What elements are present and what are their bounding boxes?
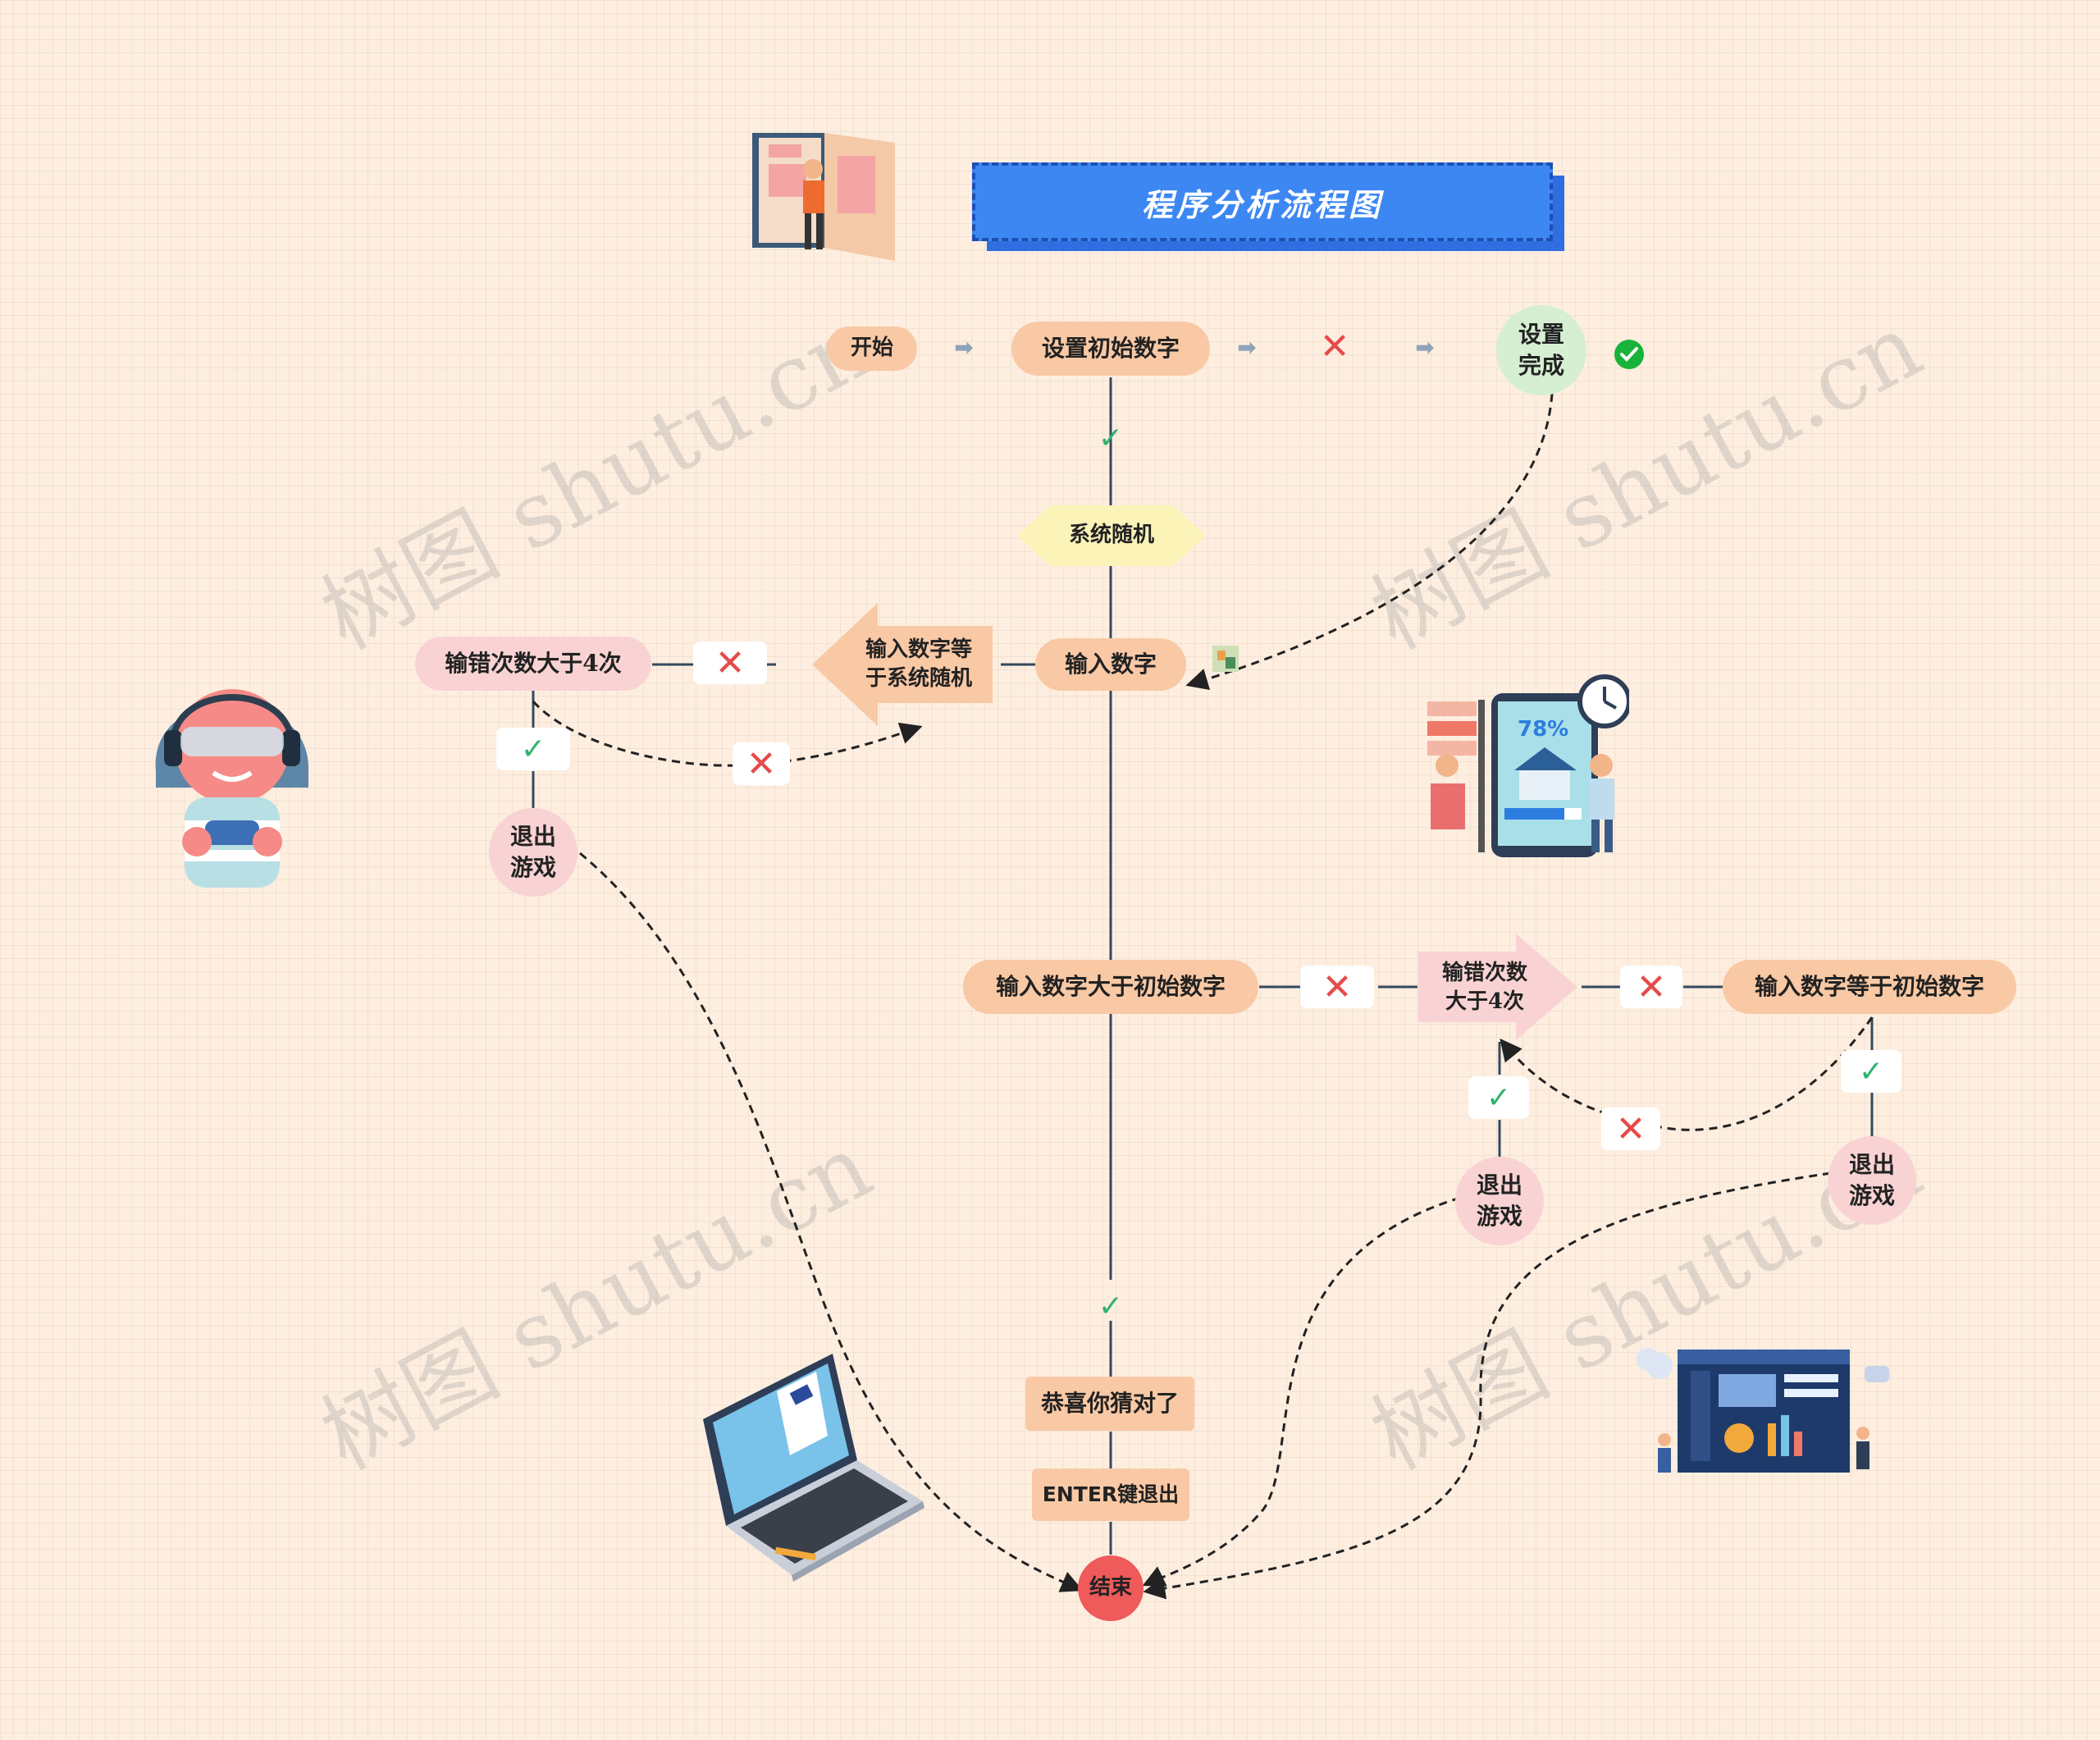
node-input-eq-sys-line2: 于系统随机 (865, 666, 972, 691)
cross-badge: ✕ (693, 642, 767, 684)
node-set-done-line1: 设置 (1518, 321, 1564, 349)
node-wrong-gt4-right: 输错次数 大于4次 (1419, 952, 1550, 1024)
arrow-icon: ➡ (1237, 334, 1257, 362)
node-enter-exit: ENTER键退出 (1032, 1468, 1189, 1521)
node-set-init: 设置初始数字 (1011, 322, 1210, 376)
mobile-progress-illustration: 78% (1427, 674, 1629, 857)
cross-icon: ✕ (1615, 1107, 1646, 1150)
title-banner: 程序分析流程图 (972, 162, 1553, 241)
node-input-eq-sys: 输入数字等 于系统随机 (837, 628, 1001, 701)
node-exit-left: 退出 游戏 (489, 808, 578, 897)
node-input-eq-sys-arrow (812, 603, 993, 726)
node-exit-mid: 退出 游戏 (1455, 1157, 1544, 1245)
node-wrong-gt4-left: 输错次数大于4次 (415, 637, 651, 691)
node-wrong-gt4-right-line1: 输错次数 (1441, 960, 1527, 985)
check-badge: ✓ (496, 728, 570, 770)
dashed-exit-left-to-end (579, 852, 1084, 1592)
check-icon: ✓ (1098, 421, 1124, 455)
cross-badge: ✕ (1620, 966, 1682, 1008)
node-exit-right-line1: 退出 (1848, 1151, 1895, 1179)
node-exit-left-line2: 游戏 (509, 854, 556, 881)
cross-icon: ✕ (1319, 326, 1350, 368)
progress-bar-fill (1504, 808, 1564, 820)
node-exit-right-line2: 游戏 (1848, 1182, 1895, 1209)
check-icon: ✓ (1098, 1289, 1124, 1323)
check-badge: ✓ (1468, 1076, 1529, 1119)
node-exit-left-line1: 退出 (509, 823, 556, 851)
node-input-num: 输入数字 (1035, 638, 1186, 691)
node-exit-mid-line2: 游戏 (1476, 1203, 1522, 1230)
node-sys-random: 系统随机 (1068, 523, 1154, 548)
arrow-icon: ➡ (954, 334, 974, 362)
node-input-gt-init: 输入数字大于初始数字 (963, 960, 1258, 1014)
page-title: 程序分析流程图 (1141, 185, 1383, 223)
cross-badge: ✕ (1300, 966, 1374, 1008)
node-sys-random-shape (1017, 505, 1206, 566)
cross-icon: ✕ (1322, 966, 1353, 1008)
laptop-illustration (703, 1354, 924, 1582)
node-input-eq-init: 输入数字等于初始数字 (1723, 960, 2016, 1014)
node-set-done-line2: 完成 (1518, 352, 1564, 379)
dashed-exit-mid-to-end (1142, 1196, 1461, 1587)
node-end: 结束 (1078, 1555, 1144, 1621)
check-icon: ✓ (1486, 1080, 1512, 1115)
arrow-icon: ➡ (1415, 334, 1435, 362)
dashed-retry-right (1500, 1016, 1874, 1131)
cross-icon: ✕ (714, 642, 746, 684)
cross-icon: ✕ (746, 742, 777, 785)
check-badge: ✓ (1841, 1050, 1901, 1093)
cross-badge: ✕ (733, 742, 790, 785)
dashed-setdone-to-input (1185, 393, 1554, 691)
node-input-eq-sys-line1: 输入数字等 (865, 637, 972, 662)
node-exit-mid-line1: 退出 (1476, 1171, 1522, 1199)
check-circle-icon (1614, 340, 1644, 369)
node-exit-right: 退出 游戏 (1828, 1136, 1916, 1225)
gamer-girl-illustration (155, 689, 309, 888)
node-start: 开始 (827, 327, 917, 371)
node-congrats: 恭喜你猜对了 (1025, 1377, 1194, 1431)
node-set-done: 设置 完成 (1496, 305, 1586, 395)
dashed-exit-right-to-end (1143, 1171, 1832, 1600)
cross-icon: ✕ (1636, 966, 1667, 1008)
node-wrong-gt4-right-line2: 大于4次 (1445, 989, 1525, 1014)
node-wrong-gt4-right-arrow (1418, 934, 1577, 1040)
dashboard-team-illustration (1637, 1348, 1889, 1473)
photo-thumbnail-icon (1212, 646, 1239, 672)
book-reader-illustration (752, 133, 895, 261)
progress-label: 78% (1518, 717, 1568, 742)
check-icon: ✓ (1858, 1054, 1884, 1089)
cross-badge: ✕ (1601, 1107, 1660, 1150)
check-icon: ✓ (520, 732, 546, 766)
